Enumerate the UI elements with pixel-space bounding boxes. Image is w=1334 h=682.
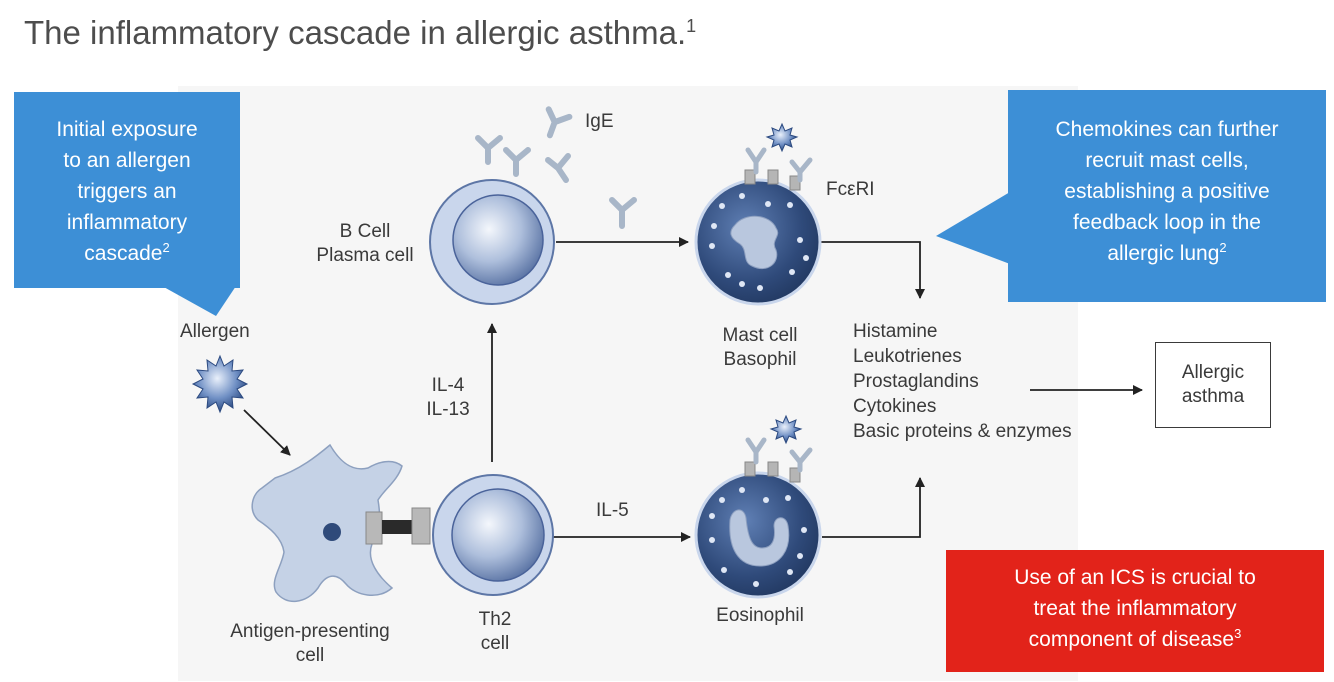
initial-exposure-callout: Initial exposure to an allergen triggers… <box>14 92 240 288</box>
initial-callout-pointer <box>162 286 236 316</box>
mast-to-mediators-arrow <box>820 241 925 299</box>
antigen-presenting-cell-icon <box>251 443 431 602</box>
mediator-item: Cytokines <box>853 396 937 417</box>
fceri-label: FcεRI <box>826 179 875 200</box>
th2-cell-icon <box>432 474 554 596</box>
ics-callout: Use of an ICS is crucial to treat the in… <box>946 550 1324 672</box>
mediator-item: Prostaglandins <box>853 371 979 392</box>
mediator-item: Basic proteins & enzymes <box>853 421 1072 442</box>
arrows <box>243 237 1143 542</box>
allergen-label: Allergen <box>180 321 250 342</box>
allergen-icon <box>191 354 249 414</box>
mediator-item: Histamine <box>853 321 938 342</box>
il5-label: IL-5 <box>596 500 629 521</box>
allergen-to-apc-arrow <box>243 409 291 456</box>
chemokines-callout: Chemokines can further recruit mast cell… <box>1008 90 1326 302</box>
ige-label: IgE <box>585 111 614 132</box>
diagram-background <box>178 86 1078 681</box>
mediators-list: Histamine Leukotrienes Prostaglandins Cy… <box>853 319 1072 444</box>
ige-antibody-icons <box>475 106 637 229</box>
eosinophil-icon <box>694 414 822 599</box>
mast-cell-icon <box>694 122 822 306</box>
mediator-item: Leukotrienes <box>853 346 962 367</box>
eosinophil-to-mediators-arrow <box>822 477 925 538</box>
page-title: The inflammatory cascade in allergic ast… <box>24 14 697 51</box>
b-cell-icon <box>429 179 555 305</box>
eosinophil-label: Eosinophil <box>716 605 804 626</box>
chemokines-callout-pointer <box>936 192 1010 264</box>
